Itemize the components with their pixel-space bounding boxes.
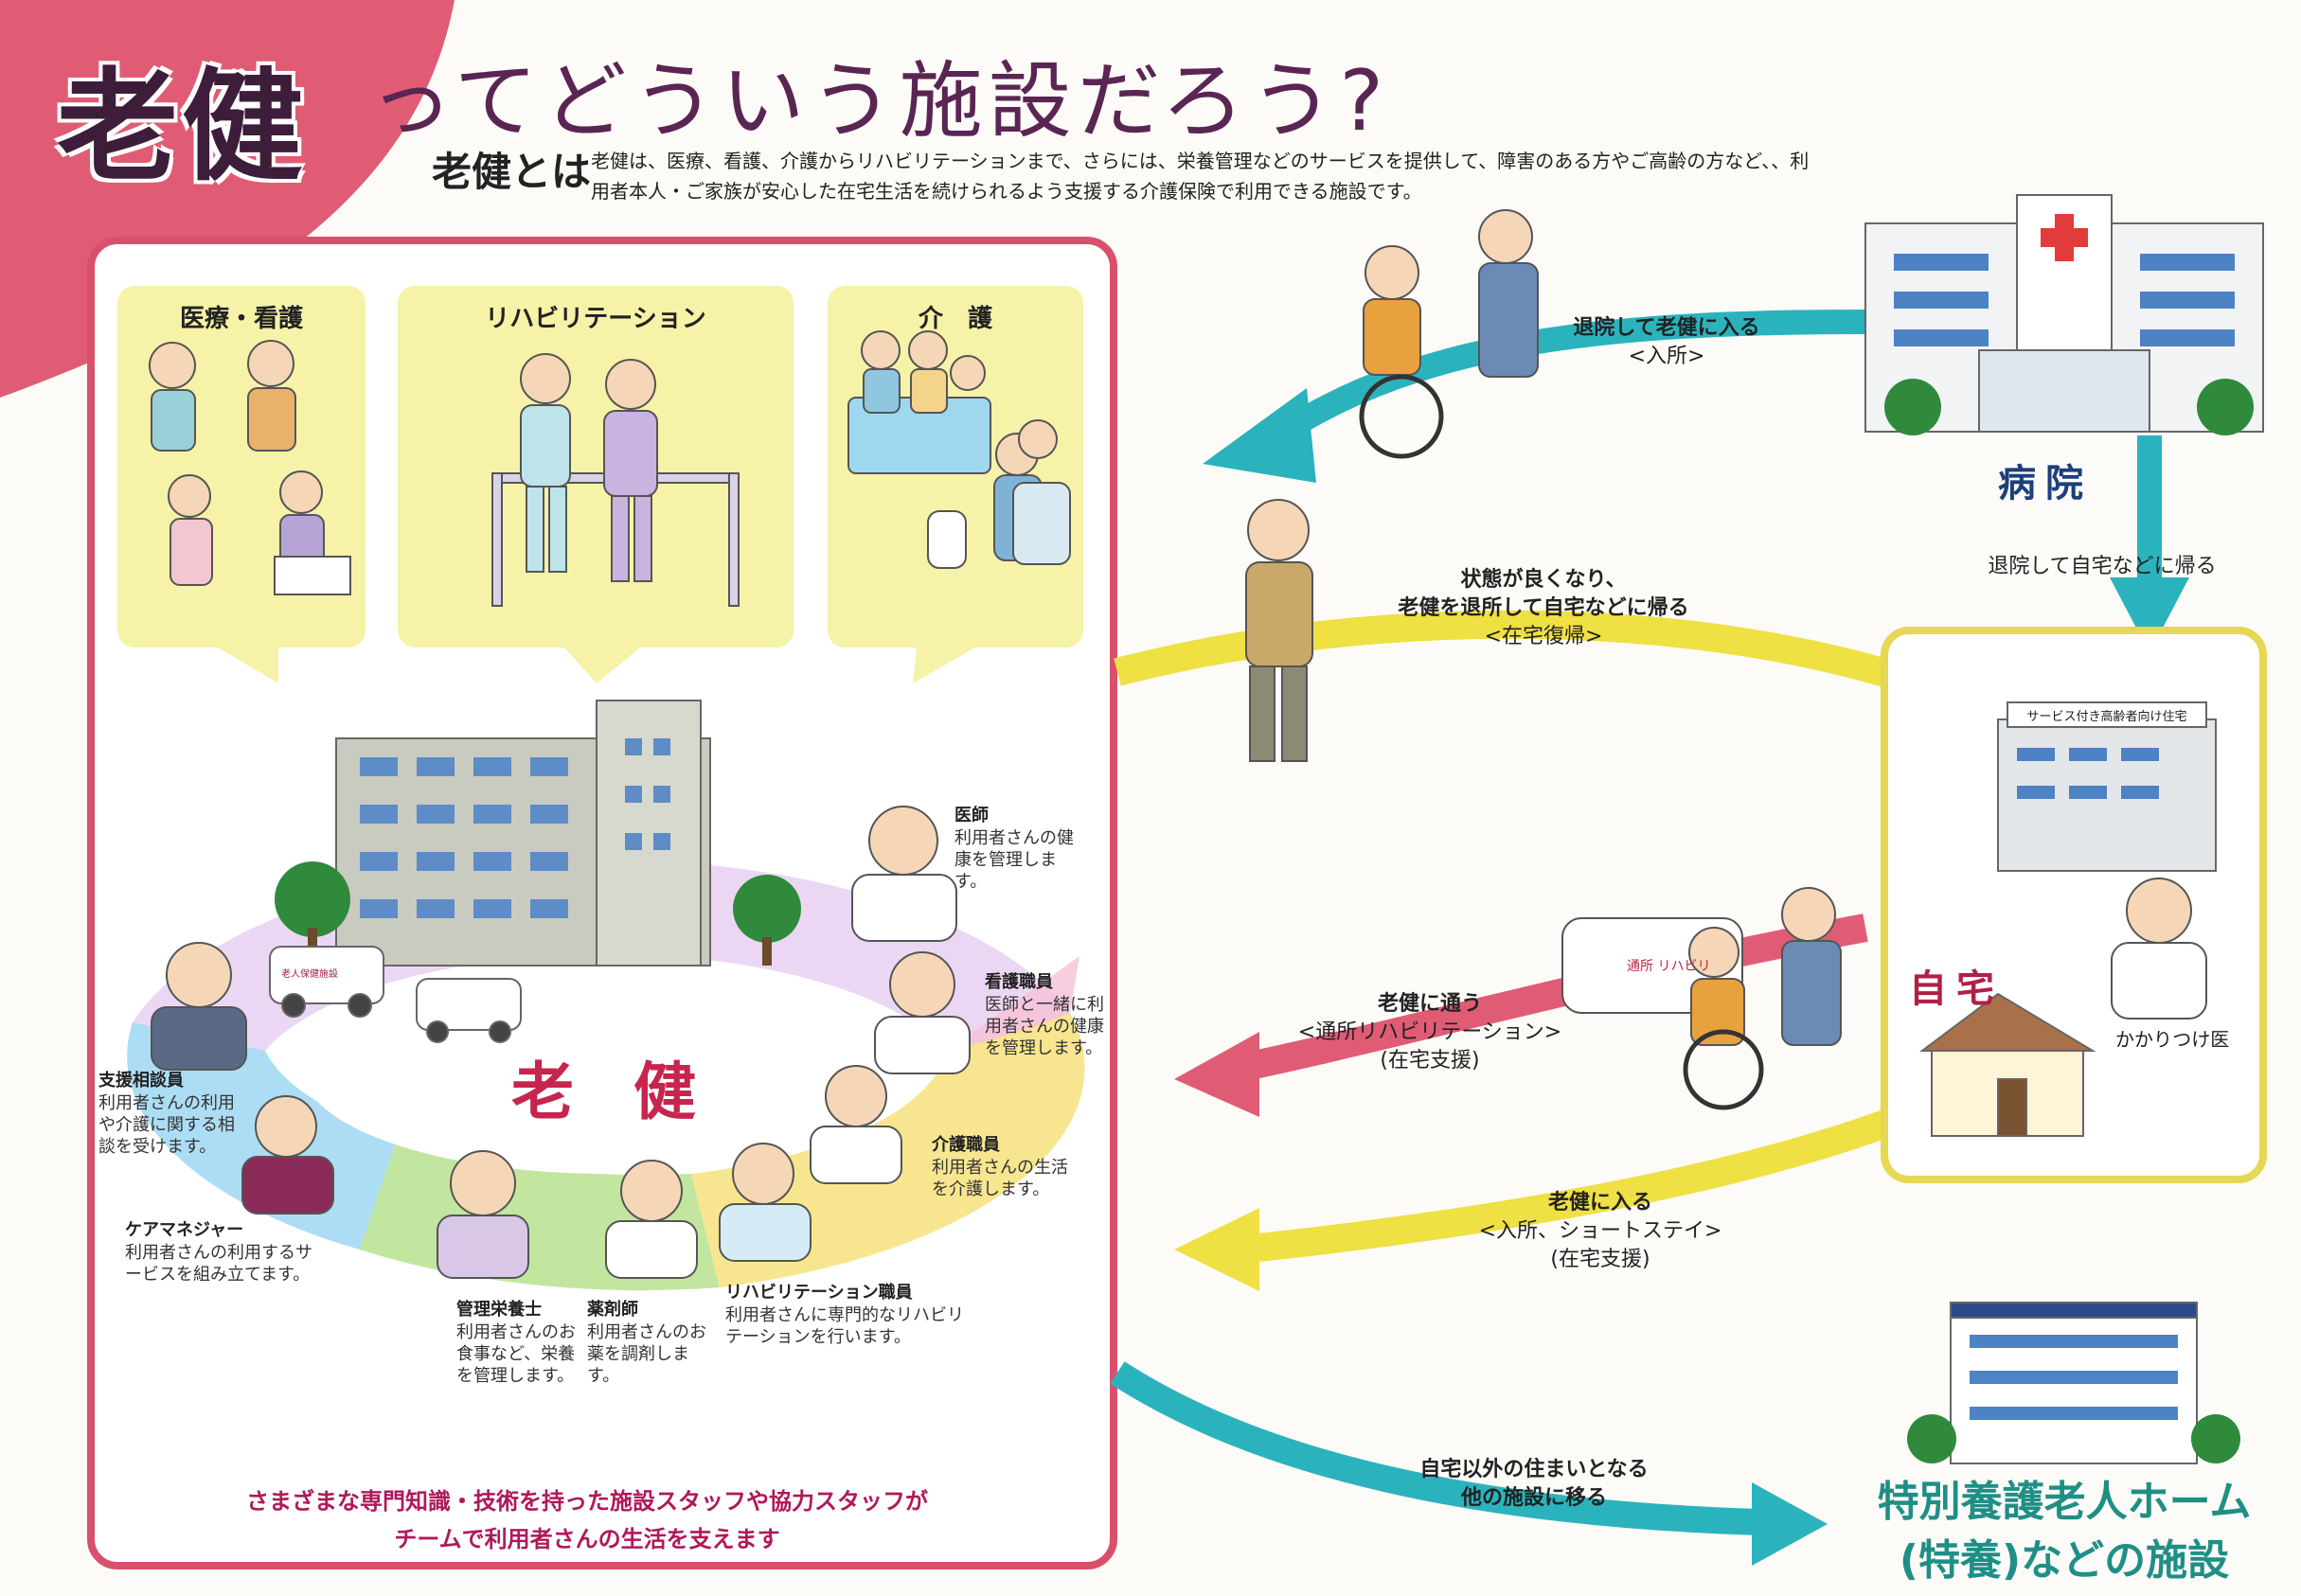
title-rest: ってどういう施設だろう? [369,52,1390,150]
flow-main: 老健に通う [1377,992,1482,1016]
elderly-housing [1997,701,2217,872]
staff-figures [151,806,971,1279]
about-label: 老健とは [432,149,592,195]
dest-line-1: 特別養護老人ホーム [1877,1478,2252,1526]
role-caregiver: 介護職員 利用者さんの生活を介護します。 [932,1134,1083,1200]
role-name: リハビリテーション職員 [725,1283,913,1303]
arrow-return-home [1114,610,1947,705]
house [1919,992,2096,1137]
arrow-short-stay [1239,1103,1909,1264]
flow-other-facility: 自宅以外の住まいとなる 他の施設に移る [1373,1456,1695,1513]
day-rehab-group [1561,887,1842,1110]
rehab-figures [491,353,740,607]
special-nursing-home [1907,1302,2240,1464]
frame-footer: さまざまな専門知識・技術を持った施設スタッフや協力スタッフが チームで利用者さん… [180,1482,994,1558]
role-desc: 利用者さんに専門的なリハビリテーションを行います。 [725,1305,964,1347]
role-care-manager: ケアマネジャー 利用者さんの利用するサービスを組み立てます。 [125,1219,314,1286]
center-label: 老 健 [511,1055,715,1128]
special-nursing-home-label: 特別養護老人ホーム (特養)などの施設 [1856,1473,2273,1590]
flow-main: 退院して老健に入る [1573,316,1760,340]
flow-discharge-home: 退院して自宅などに帰る [1960,553,2244,581]
flow-main-1: 状態が良くなり、 [1460,568,1627,592]
role-pharmacist: 薬剤師 利用者さんのお薬を調剤します。 [587,1299,710,1387]
elderly-man-walking [1245,499,1313,762]
care-figures [847,330,1071,569]
hospital-building [1864,194,2264,435]
flow-day-rehab: 老健に通う <通所リハビリテーション> (在宅支援) [1250,990,1610,1075]
footer-line-2: チームで利用者さんの生活を支えます [394,1526,780,1552]
home-doctor-figure [2111,878,2207,1020]
role-rehab-staff: リハビリテーション職員 利用者さんに専門的なリハビリテーションを行います。 [725,1282,972,1348]
footer-line-1: さまざまな専門知識・技術を持った施設スタッフや協力スタッフが [246,1488,928,1515]
roken-building [269,700,801,1043]
role-consultant: 支援相談員 利用者さんの利用や介護に関する相談を受けます。 [98,1070,250,1158]
flow-sub-2: (在宅支援) [1550,1248,1650,1271]
arrow-day-rehab [1228,913,1868,1084]
role-desc: 利用者さんの利用や介護に関する相談を受けます。 [98,1093,235,1157]
flow-sub-1: <通所リハビリテーション> [1297,1020,1562,1044]
flow-main: 退院して自宅などに帰る [1988,555,2217,578]
role-nurse: 看護職員 医師と一緒に利用者さんの健康を管理します。 [985,971,1108,1059]
role-name: 介護職員 [932,1135,1000,1155]
medical-figures [149,340,351,595]
role-desc: 利用者さんの生活を介護します。 [932,1158,1068,1199]
flow-short-stay: 老健に入る <入所、ショートステイ> (在宅支援) [1420,1189,1780,1274]
elderly-housing-sign: サービス付き高齢者向け住宅 [2026,710,2187,724]
dest-line-2: (特養)などの施設 [1899,1536,2230,1585]
role-name: 管理栄養士 [456,1300,542,1320]
role-name: 薬剤師 [587,1300,638,1320]
roken-van-label: 老人保健施設 [281,969,338,980]
flow-main: 老健に入る [1547,1191,1652,1215]
category-rehab: リハビリテーション [485,305,706,333]
wheelchair-group-top [1359,209,1539,459]
title-main: 老健 [57,57,308,198]
role-name: 看護職員 [985,972,1053,992]
place-home-doctor: かかりつけ医 [2115,1028,2230,1051]
role-desc: 利用者さんの利用するサービスを組み立てます。 [125,1243,312,1285]
flow-admission: 退院して老健に入る <入所> [1534,314,1799,371]
place-home: 自宅 [1909,967,2004,1011]
role-desc: 利用者さんのお食事など、栄養を管理します。 [456,1322,576,1386]
category-medical: 医療・看護 [179,305,303,333]
role-name: 医師 [954,806,989,825]
role-desc: 医師と一緒に利用者さんの健康を管理します。 [985,995,1104,1058]
flow-sub-2: (在宅支援) [1380,1049,1480,1073]
arrow-other-facility [1110,1361,1762,1535]
flow-sub: <在宅復帰> [1484,625,1603,648]
day-van-label: 通所 リハビリ [1627,959,1711,974]
role-name: ケアマネジャー [125,1220,244,1240]
flow-main-2: 老健を退所して自宅などに帰る [1398,596,1689,620]
category-care: 介 護 [918,305,992,333]
role-desc: 利用者さんの健康を管理します。 [954,828,1074,892]
about-text: 老健は、医療、看護、介護からリハビリテーションまで、さらには、栄養管理などのサー… [591,150,1810,203]
flow-return-home: 状態が良くなり、 老健を退所して自宅などに帰る <在宅復帰> [1345,566,1742,651]
flow-sub: <入所> [1628,345,1705,368]
role-name: 支援相談員 [98,1071,184,1091]
role-dietitian: 管理栄養士 利用者さんのお食事など、栄養を管理します。 [456,1299,580,1387]
flow-main-1: 自宅以外の住まいとなる [1419,1458,1649,1481]
card-medical [117,286,366,683]
flow-sub-1: <入所、ショートステイ> [1478,1219,1722,1243]
place-hospital: 病院 [1998,462,2093,505]
role-doctor: 医師 利用者さんの健康を管理します。 [954,805,1087,893]
role-desc: 利用者さんのお薬を調剤します。 [587,1322,706,1386]
flow-main-2: 他の施設に移る [1460,1486,1607,1510]
